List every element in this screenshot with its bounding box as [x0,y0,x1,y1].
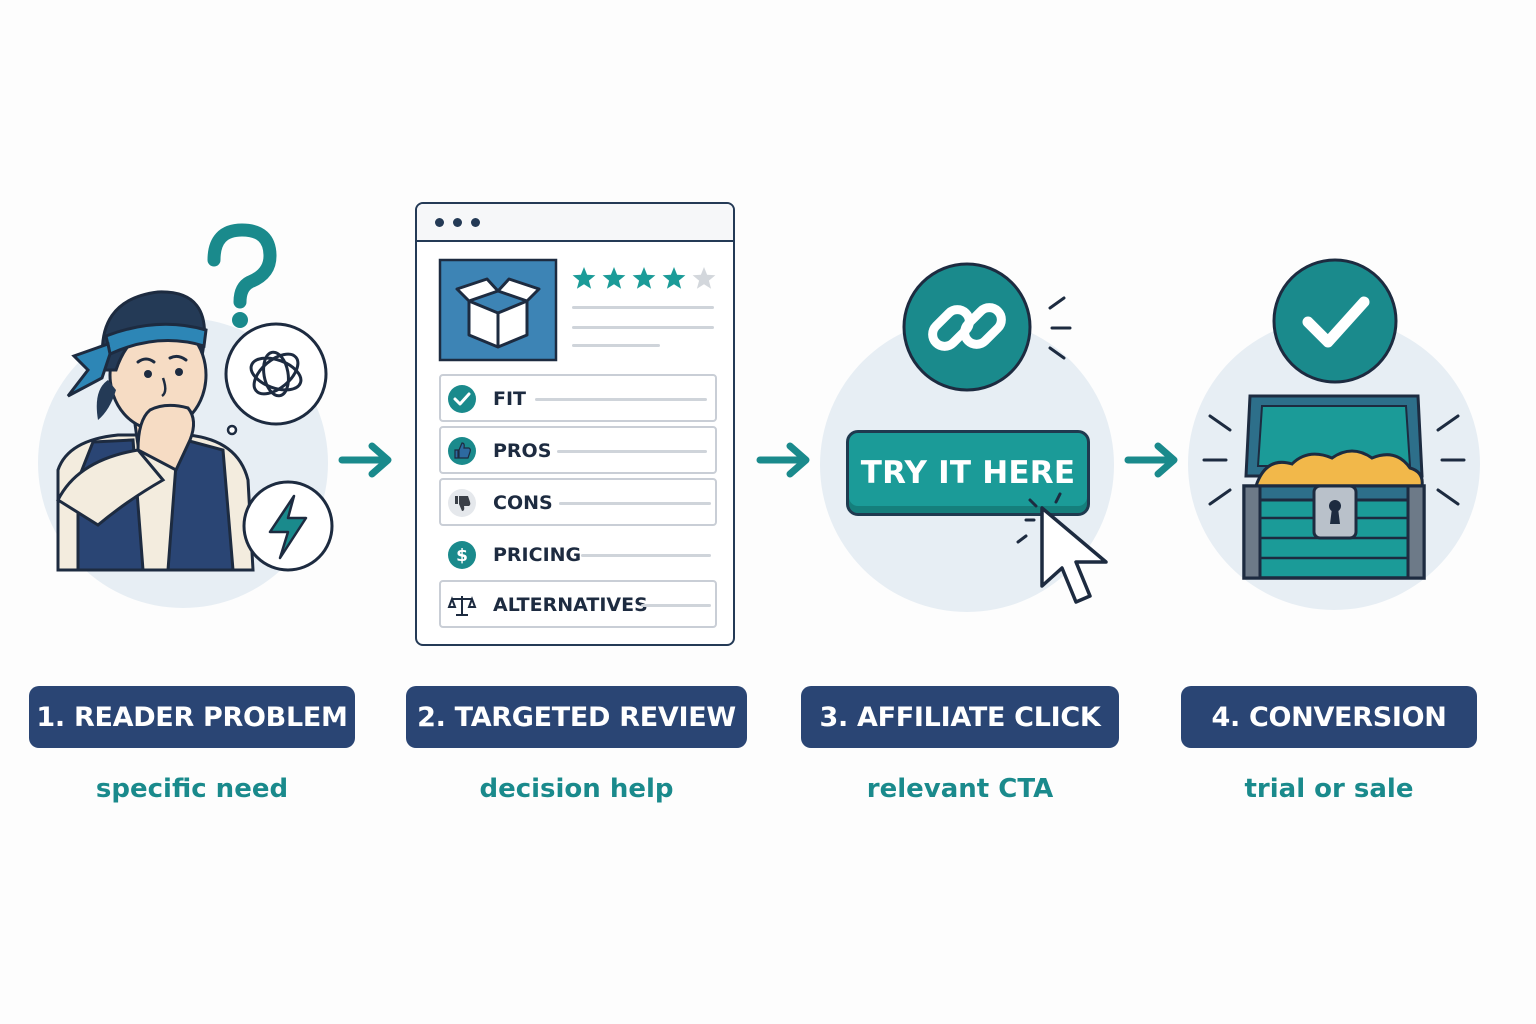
cursor-icon [1016,492,1108,604]
review-row-pros: PROS [439,426,717,474]
confused-reader-icon [56,290,255,572]
text-line [572,344,660,347]
row-label: FIT [493,388,527,410]
star-filled-icon [632,267,656,289]
review-row-fit: FIT [439,374,717,422]
step-caption-decision-help: decision help [479,774,674,804]
arrow-icon-2 [756,442,810,478]
star-empty-icon [692,267,716,289]
try-it-here-button[interactable]: TRY IT HERE [846,430,1090,516]
row-label: ALTERNATIVES [493,594,648,616]
text-line [581,554,711,557]
product-box-icon [438,258,558,362]
text-line [557,450,707,453]
row-label: CONS [493,492,553,514]
text-line [572,306,714,309]
text-line [559,502,711,505]
arrow-icon-1 [338,442,392,478]
arrow-icon-3 [1124,442,1178,478]
window-dot [453,218,462,227]
lightning-bolt-icon [242,480,334,572]
step-caption-relevant-cta: relevant CTA [866,774,1054,804]
thumbs-up-icon [448,437,476,465]
star-filled-icon [602,267,626,289]
dollar-icon: $ [448,541,476,569]
checkmark-circle-icon [1272,258,1398,384]
thought-bubble-icon [224,322,328,436]
step-label-affiliate-click: 3. AFFILIATE CLICK [801,686,1119,748]
text-line [641,604,711,607]
scales-icon [447,596,477,616]
review-page-icon: FIT PROS CONS $ PRICING ALT [415,202,735,646]
star-filled-icon [662,267,686,289]
text-line [572,326,714,329]
row-label: PROS [493,440,552,462]
question-mark-icon [207,223,277,328]
checkmark-icon [448,385,476,413]
step-label-conversion: 4. CONVERSION [1181,686,1477,748]
window-dot [471,218,480,227]
step-label-reader-problem: 1. READER PROBLEM [29,686,355,748]
step-caption-specific-need: specific need [95,774,289,804]
text-line [535,398,707,401]
link-icon [902,262,1032,392]
review-row-cons: CONS [439,478,717,526]
review-row-pricing: $ PRICING [439,530,717,578]
star-rating [572,267,716,289]
window-dot [435,218,444,227]
sparkle-lines-icon [1048,296,1072,360]
svg-text:$: $ [456,546,468,566]
browser-title-bar [417,204,733,242]
star-filled-icon [572,267,596,289]
treasure-chest-icon [1202,394,1466,580]
review-row-alternatives: ALTERNATIVES [439,580,717,628]
step-caption-trial-or-sale: trial or sale [1244,774,1414,804]
step-label-targeted-review: 2. TARGETED REVIEW [406,686,747,748]
row-label: PRICING [493,544,582,566]
thumbs-down-icon [448,489,476,517]
